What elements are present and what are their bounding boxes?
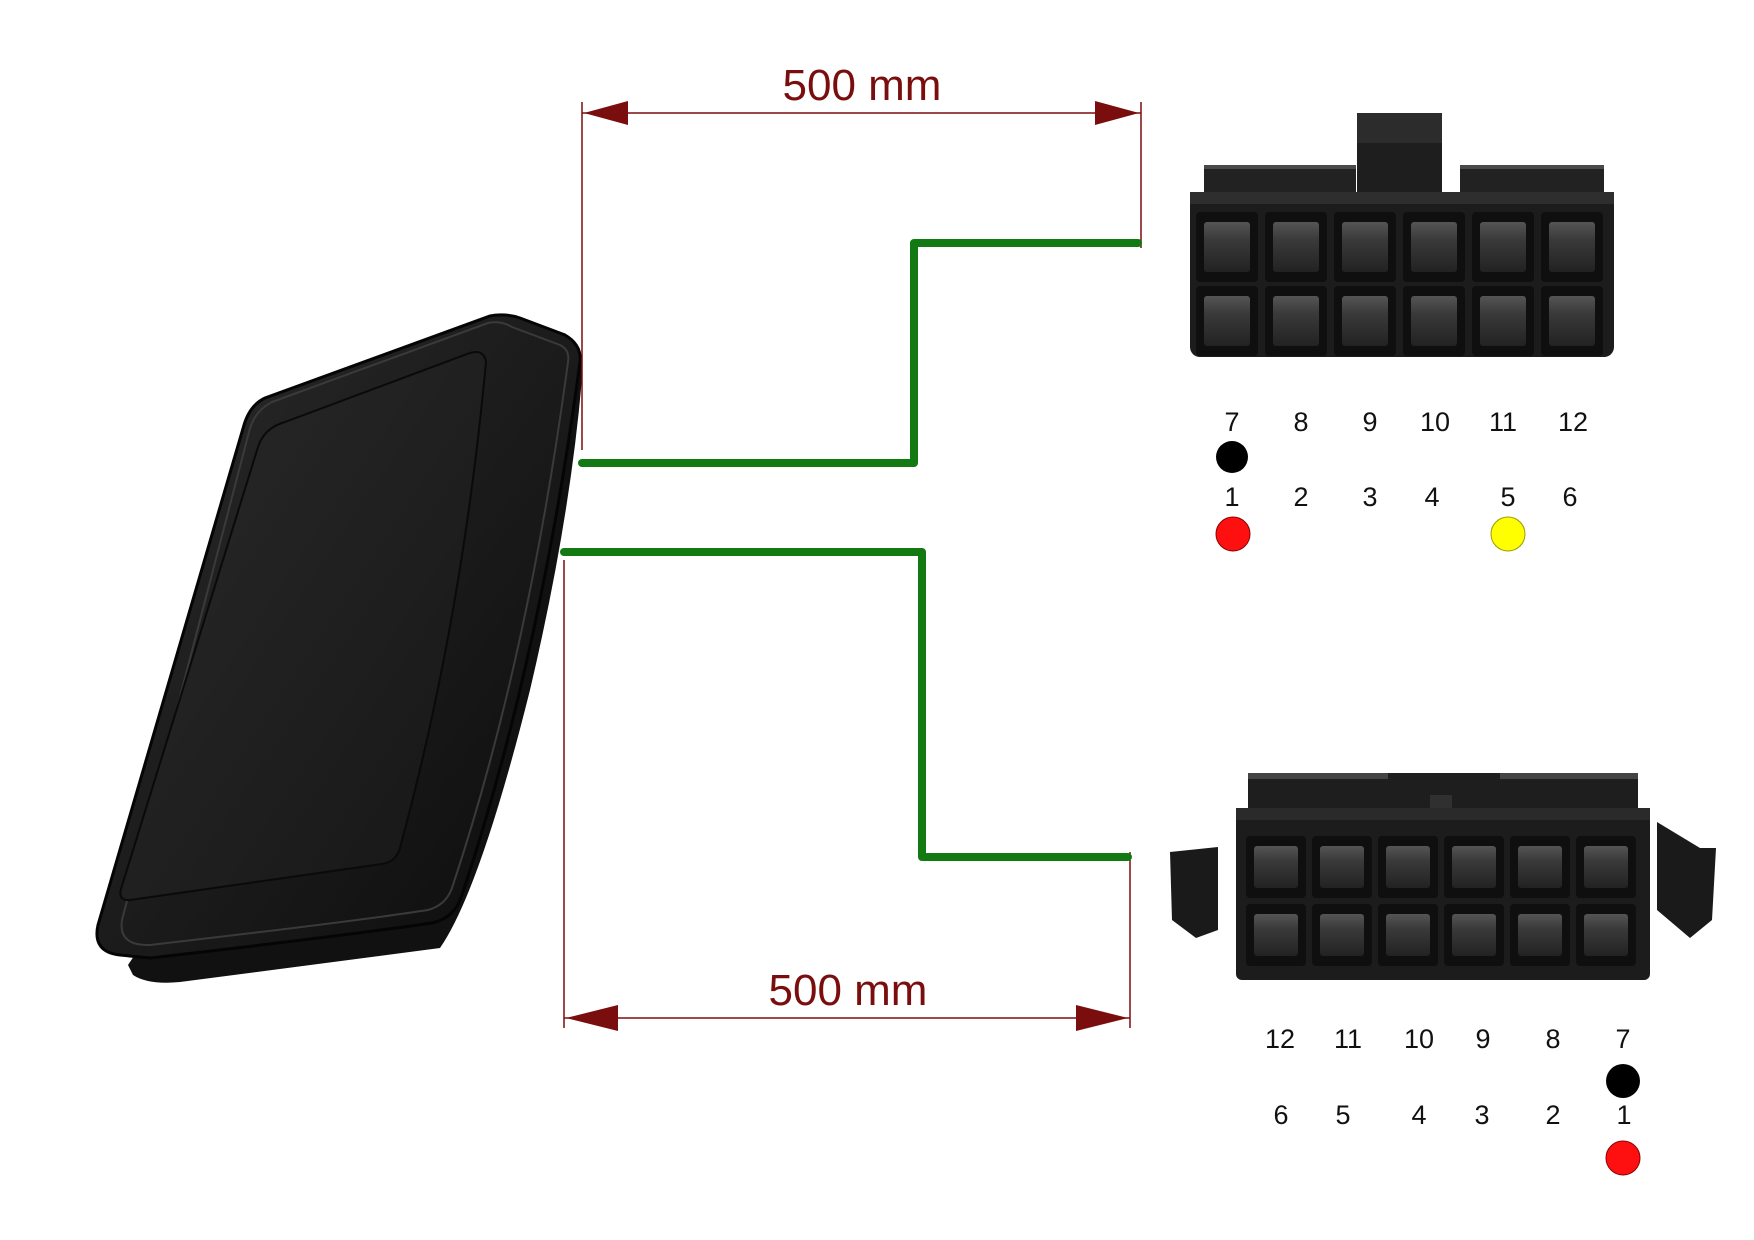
pin-label: 5 [1500, 482, 1515, 512]
dimension-top: 500 mm [581, 61, 1142, 450]
pin-label: 3 [1474, 1100, 1489, 1130]
pin-label: 6 [1562, 482, 1577, 512]
dimension-bottom: 500 mm [563, 560, 1131, 1031]
connector-cavity-inner [1273, 296, 1319, 346]
pin-label: 9 [1475, 1024, 1490, 1054]
pin-label: 10 [1404, 1024, 1434, 1054]
pin-label: 1 [1224, 482, 1239, 512]
pin-label: 7 [1224, 407, 1239, 437]
pin-label: 2 [1293, 482, 1308, 512]
connector-cavity-inner [1342, 296, 1388, 346]
pin-label: 1 [1616, 1100, 1631, 1130]
connector-cavity-inner [1320, 846, 1364, 888]
connector-cavity-inner [1549, 222, 1595, 272]
connector-cavity-inner [1411, 296, 1457, 346]
connector-cavity-inner [1204, 222, 1250, 272]
connector-cavity-inner [1320, 914, 1364, 956]
connector-cavity-inner [1518, 914, 1562, 956]
pin-1-marker-red [1605, 1140, 1641, 1176]
pin-label: 3 [1362, 482, 1377, 512]
connector-cavity-inner [1204, 296, 1250, 346]
connector-cavity-inner [1452, 914, 1496, 956]
connector-cavity-inner [1584, 846, 1628, 888]
arrow-right-icon [1095, 101, 1139, 125]
connector-cavity-inner [1386, 914, 1430, 956]
connector-cavity-inner [1549, 296, 1595, 346]
dimension-bottom-label: 500 mm [769, 966, 928, 1015]
arrow-right-icon [1076, 1005, 1128, 1031]
connector-bottom-pinout: 12 11 10 9 8 7 6 5 4 3 2 1 [1265, 1024, 1641, 1176]
pin-label: 11 [1334, 1024, 1362, 1054]
connector-cavity-inner [1518, 846, 1562, 888]
arrow-left-icon [566, 1005, 618, 1031]
pin-7-marker-black [1216, 441, 1248, 473]
connector-top-housing-icon [1190, 113, 1614, 357]
dimension-top-label: 500 mm [783, 61, 942, 110]
connector-cavity-inner [1411, 222, 1457, 272]
pin-label: 6 [1273, 1100, 1288, 1130]
wire-top [578, 239, 1142, 467]
pin-label: 9 [1362, 407, 1377, 437]
device-enclosure-icon [95, 313, 582, 983]
pin-label: 10 [1420, 407, 1450, 437]
pin-5-marker-yellow [1490, 516, 1526, 552]
connector-cavity-inner [1386, 846, 1430, 888]
wire-bottom [560, 548, 1132, 861]
connector-cavity-inner [1273, 222, 1319, 272]
connector-cavity-inner [1254, 914, 1298, 956]
connector-cavity-inner [1480, 296, 1526, 346]
connector-top-pinout: 7 8 9 10 11 12 1 2 3 4 5 6 [1215, 407, 1588, 552]
pin-label: 11 [1489, 407, 1517, 437]
pin-label: 8 [1545, 1024, 1560, 1054]
pin-label: 4 [1411, 1100, 1426, 1130]
connector-cavity-inner [1584, 914, 1628, 956]
connector-bottom-housing-icon [1170, 773, 1716, 980]
pin-label: 12 [1558, 407, 1588, 437]
pin-1-marker-red [1215, 516, 1251, 552]
connector-cavity-inner [1452, 846, 1496, 888]
arrow-left-icon [584, 101, 628, 125]
connector-cavity-inner [1480, 222, 1526, 272]
pin-label: 4 [1424, 482, 1439, 512]
pin-label: 12 [1265, 1024, 1295, 1054]
pin-label: 7 [1615, 1024, 1630, 1054]
pin-label: 2 [1545, 1100, 1560, 1130]
connector-cavity-inner [1342, 222, 1388, 272]
pin-7-marker-black [1606, 1064, 1640, 1098]
pin-label: 8 [1293, 407, 1308, 437]
connector-cavity-inner [1254, 846, 1298, 888]
pin-label: 5 [1335, 1100, 1350, 1130]
